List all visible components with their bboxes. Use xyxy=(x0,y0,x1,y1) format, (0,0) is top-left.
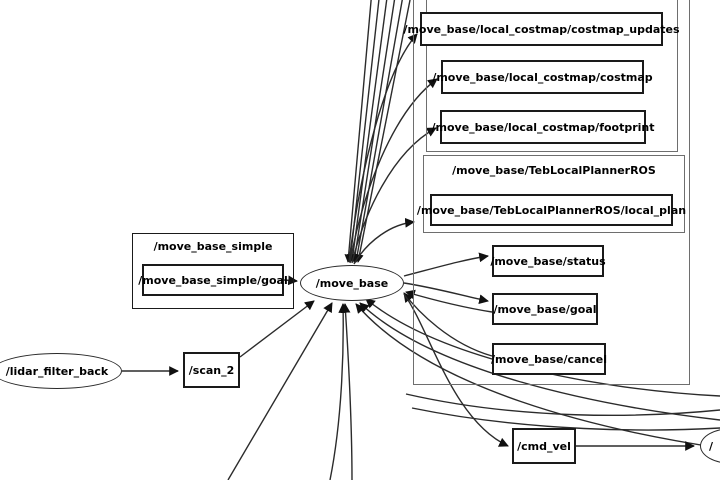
edge-incoming-top-3 xyxy=(348,0,388,263)
node-lidar-filter-back[interactable]: /lidar_filter_back xyxy=(0,353,122,389)
edge-move_base-to-local_plan xyxy=(353,217,415,265)
edge-incoming-top-2 xyxy=(346,0,380,263)
node-move-base-status[interactable]: /move_base/status xyxy=(490,245,606,277)
cluster-move_base_simple: /move_base_simple xyxy=(132,233,294,309)
edge-bottom-sweep-1 xyxy=(405,393,720,417)
edge-incoming-top-5 xyxy=(353,0,403,263)
node-right-edge-partial[interactable]: / xyxy=(700,428,720,464)
node-cmd-vel[interactable]: /cmd_vel xyxy=(512,428,576,464)
edge-scan_2-to-move_base xyxy=(239,300,315,358)
node-local-plan[interactable]: /move_base/TebLocalPlannerROS/local_plan xyxy=(417,194,686,226)
node-scan-2[interactable]: /scan_2 xyxy=(183,352,240,388)
edge-incoming-bottom-2 xyxy=(329,303,349,480)
edge-incoming-top-4 xyxy=(351,0,396,263)
cluster-move_base_simple-label: /move_base_simple xyxy=(153,240,273,253)
cluster-local_costmap xyxy=(426,0,678,152)
edge-incoming-top-6 xyxy=(355,0,411,263)
node-move-base-goal[interactable]: /move_base/goal xyxy=(492,293,598,325)
node-footprint[interactable]: /move_base/local_costmap/footprint xyxy=(432,110,655,144)
node-move-base[interactable]: /move_base xyxy=(300,265,404,301)
edge-move_base-to-costmap_updates xyxy=(348,33,418,263)
node-costmap-updates[interactable]: /move_base/local_costmap/costmap_updates xyxy=(403,12,680,46)
cluster-teb_local_planner-label: /move_base/TebLocalPlannerROS xyxy=(452,164,656,177)
edge-incoming-bottom-1 xyxy=(227,302,333,480)
node-move-base-simple-goal[interactable]: /move_base_simple/goal xyxy=(138,264,288,296)
edge-incoming-top-1 xyxy=(344,0,372,263)
node-costmap[interactable]: /move_base/local_costmap/costmap xyxy=(432,60,653,94)
node-move-base-cancel[interactable]: /move_base/cancel xyxy=(491,343,607,375)
edge-bottom-sweep-2 xyxy=(411,407,720,431)
edge-incoming-bottom-3 xyxy=(340,303,353,480)
